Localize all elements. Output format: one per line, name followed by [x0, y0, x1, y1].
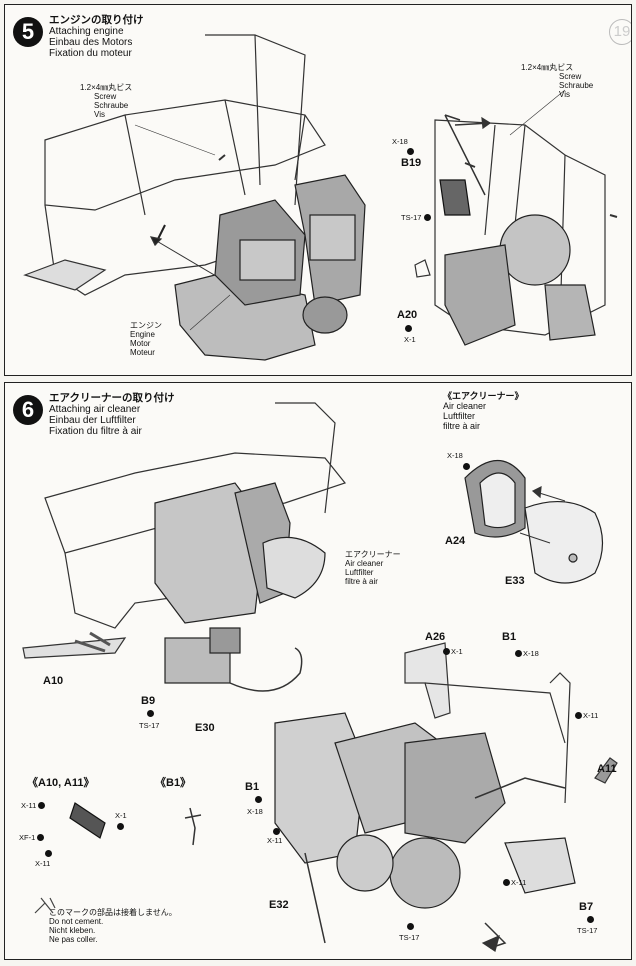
engine-ja: エンジン [130, 321, 162, 330]
screw-fr: Vis [559, 90, 570, 99]
air-cleaner-header-de: Luftfilter [443, 411, 476, 421]
paint-code-x11-lower-text: X-11 [267, 836, 283, 845]
step-number: 6 [13, 395, 43, 425]
air-cleaner-header: 《エアクリーナー》 Air cleaner Luftfilter filtre … [443, 391, 524, 431]
paint-code-x18: X-18 [392, 137, 408, 146]
air-cleaner-header-ja: 《エアクリーナー》 [443, 391, 524, 401]
engine-de: Motor [130, 339, 151, 348]
paint-dot [255, 796, 262, 803]
page-badge: 19 [609, 19, 631, 45]
screw-en: Screw [559, 72, 582, 81]
air-cleaner-de: Luftfilter [345, 568, 374, 577]
part-a26: A26 [425, 631, 446, 643]
inset-code-x1: X-1 [115, 811, 127, 820]
air-cleaner-header-fr: filtre à air [443, 421, 481, 431]
part-b9: B9 [141, 695, 156, 707]
step-title: エアクリーナーの取り付け Attaching air cleaner Einba… [49, 392, 175, 438]
step-6-panel: 6 エアクリーナーの取り付け Attaching air cleaner Ein… [4, 382, 632, 960]
engine-label: エンジン Engine Motor Moteur [130, 321, 162, 357]
paint-code-ts17: TS-17 [139, 721, 160, 730]
paint-code-x11-b7: X-11 [503, 878, 526, 887]
part-b1-lower: B1 [245, 781, 260, 793]
dnc-fr: Ne pas coller. [49, 935, 98, 944]
part-a24: A24 [445, 535, 466, 547]
title-en: Attaching engine [49, 26, 124, 37]
paint-code-x11-right: X-11 [575, 711, 598, 720]
inset-a10-a11-title: 《A10, A11》 [27, 777, 95, 789]
paint-dot [405, 325, 412, 332]
air-cleaner-header-en: Air cleaner [443, 401, 487, 411]
engine-fr: Moteur [130, 348, 155, 357]
part-e33: E33 [505, 575, 525, 587]
part-a11: A11 [597, 763, 617, 775]
title-fr: Fixation du filtre à air [49, 426, 142, 437]
air-cleaner-ja: エアクリーナー [345, 550, 401, 559]
paint-dot [587, 916, 594, 923]
paint-dot [147, 710, 154, 717]
air-cleaner-fr: filtre à air [345, 577, 378, 586]
inset-b1-title: 《B1》 [155, 777, 192, 789]
screw-label-left: 1.2×4㎜丸ビス Screw Schraube Vis [80, 83, 132, 119]
part-e32: E32 [269, 899, 289, 911]
step-5-illustration [23, 34, 618, 361]
dnc-de: Nicht kleben. [49, 926, 96, 935]
paint-code-x1: X-1 [443, 647, 463, 656]
inset-code-xf1: XF-1 [19, 833, 45, 842]
paint-code-ts17-lower: TS-17 [399, 933, 420, 942]
inset-code-x11-b [45, 849, 53, 858]
air-cleaner-en: Air cleaner [345, 559, 384, 568]
screw-fr: Vis [94, 110, 105, 119]
part-b19: B19 [401, 157, 422, 169]
part-a20: A20 [397, 309, 418, 321]
screw-de: Schraube [94, 101, 129, 110]
title-de: Einbau des Motors [49, 37, 133, 48]
paint-code-x11-lower [273, 827, 281, 836]
screw-label-right: 1.2×4㎜丸ビス Screw Schraube Vis [521, 63, 593, 99]
paint-code-x1: X-1 [404, 335, 416, 344]
step-number: 5 [13, 17, 43, 47]
paint-dot [463, 463, 470, 470]
paint-code-ts17-b7: TS-17 [577, 926, 598, 935]
engine-en: Engine [130, 330, 155, 339]
step-6-illustration [22, 402, 618, 952]
title-ja: エアクリーナーの取り付け [49, 392, 175, 404]
paint-dot [117, 823, 124, 830]
screw-en: Screw [94, 92, 117, 101]
dnc-ja: このマークの部品は接着しません。 [49, 908, 177, 917]
title-en: Attaching air cleaner [49, 404, 141, 415]
dnc-en: Do not cement. [49, 917, 104, 926]
air-cleaner-label: エアクリーナー Air cleaner Luftfilter filtre à … [345, 550, 401, 586]
screw-size: 1.2×4㎜丸ビス [80, 83, 133, 92]
paint-dot [407, 148, 414, 155]
title-de: Einbau der Luftfilter [49, 415, 136, 426]
inset-code-x11-b-text: X-11 [35, 859, 51, 868]
screw-size: 1.2×4㎜丸ビス [521, 63, 574, 72]
paint-code-x18: X-18 [447, 451, 463, 460]
step-title: エンジンの取り付け Attaching engine Einbau des Mo… [49, 14, 144, 60]
title-fr: Fixation du moteur [49, 48, 132, 59]
part-e30: E30 [195, 722, 215, 734]
title-ja: エンジンの取り付け [49, 14, 144, 26]
part-a10: A10 [43, 675, 64, 687]
part-b7: B7 [579, 901, 594, 913]
step-5-panel: 5 エンジンの取り付け Attaching engine Einbau des … [4, 4, 632, 376]
paint-code-x18-lower: X-18 [247, 807, 263, 816]
inset-code-x11: X-11 [21, 801, 46, 810]
part-b1-top: B1 [502, 631, 517, 643]
do-not-cement-note: このマークの部品は接着しません。 Do not cement. Nicht kl… [49, 908, 177, 944]
paint-code-x18-b1: X-18 [515, 649, 539, 658]
paint-dot [407, 923, 414, 930]
screw-de: Schraube [559, 81, 594, 90]
paint-code-ts17: TS-17 [401, 213, 432, 222]
